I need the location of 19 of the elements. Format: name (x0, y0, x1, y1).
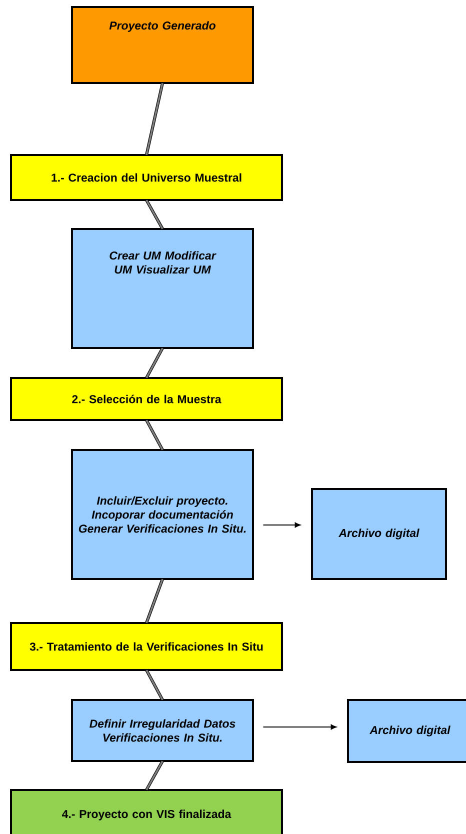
connector-line (145, 82, 164, 156)
step-box: 3.- Tratamiento de la Verificaciones In Situ (10, 622, 283, 671)
process-box: Archivo digital (347, 699, 466, 763)
connector-line (145, 199, 164, 230)
process-box: Definir Irregularidad Datos Verificaciones In Situ. (71, 699, 254, 762)
process-box: Incluir/Excluir proyecto. Incoporar documentación Generar Verificaciones In Situ. (71, 449, 254, 580)
process-box: Archivo digital (311, 488, 447, 580)
step-box: 2.- Selección de la Muestra (10, 377, 283, 421)
connector-line (145, 669, 164, 700)
step-box: 1.- Creacion del Universo Muestral (10, 154, 283, 201)
process-box: Proyecto Generado (71, 6, 254, 84)
arrow (262, 724, 336, 730)
connector-line (145, 419, 164, 450)
arrow (262, 522, 300, 528)
connector-line (145, 347, 164, 378)
step-box: 4.- Proyecto con VIS finalizada (10, 789, 283, 834)
connector-line (145, 760, 164, 791)
process-box: Crear UM Modificar UM Visualizar UM (71, 228, 254, 349)
connector-line (145, 578, 164, 624)
